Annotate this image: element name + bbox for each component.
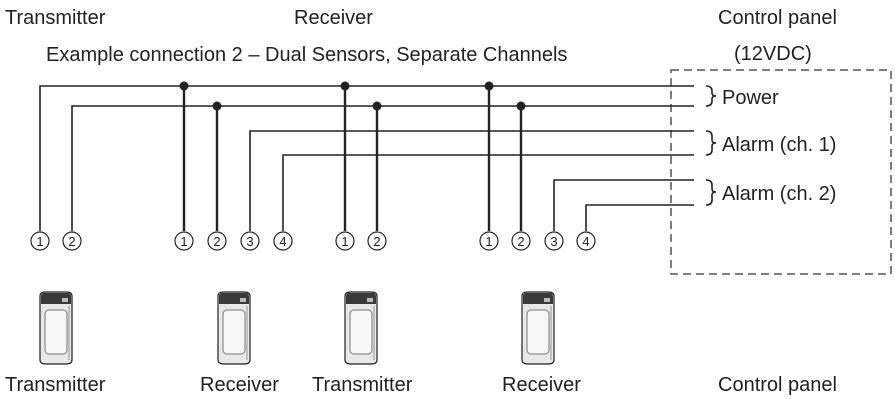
svg-text:4: 4 [582, 234, 589, 249]
terminal-alarm-ch2-label: Alarm (ch. 2) [722, 183, 836, 205]
svg-text:3: 3 [246, 234, 253, 249]
junction-dot [516, 101, 526, 111]
pin-number-rx2-4: 4 [576, 231, 596, 251]
svg-text:1: 1 [341, 234, 348, 249]
junction-dot [179, 81, 189, 91]
bottom-transmitter-2-label: Transmitter [312, 374, 413, 396]
sensor-device-icon [39, 291, 73, 365]
junction-dots [179, 81, 526, 111]
junction-dot [372, 101, 382, 111]
wire-power-negative [71, 105, 694, 231]
sensor-device-icon [521, 291, 555, 365]
wire-alarm-ch1-b [282, 154, 694, 231]
svg-text:1: 1 [180, 234, 187, 249]
svg-text:2: 2 [213, 234, 220, 249]
terminal-power-label: Power [722, 87, 779, 109]
top-transmitter-label: Transmitter [5, 7, 106, 29]
diagram-subtitle: Example connection 2 – Dual Sensors, Sep… [46, 44, 567, 66]
wire-power-positive [39, 85, 694, 231]
brace-alarm-ch1 [705, 130, 717, 156]
pin-number-tx2-1: 1 [335, 231, 355, 251]
top-control-panel-label: Control panel [718, 7, 837, 29]
wire-alarm-ch1-a [249, 130, 694, 231]
svg-text:3: 3 [550, 234, 557, 249]
junction-dot [484, 81, 494, 91]
svg-text:1: 1 [36, 234, 43, 249]
brace-power [705, 85, 717, 107]
svg-text:4: 4 [279, 234, 286, 249]
top-receiver-label: Receiver [294, 7, 373, 29]
pin-number-rx1-4: 4 [273, 231, 293, 251]
pin-number-rx2-1: 1 [479, 231, 499, 251]
pin-labels: 1 2 1 2 3 4 1 2 1 2 3 4 [30, 231, 596, 251]
wires [39, 85, 717, 231]
pin-number-rx2-2: 2 [511, 231, 531, 251]
junction-dot [212, 101, 222, 111]
terminal-alarm-ch1-label: Alarm (ch. 1) [722, 134, 836, 156]
pin-number-rx2-3: 3 [544, 231, 564, 251]
svg-text:2: 2 [68, 234, 75, 249]
pin-number-tx2-2: 2 [367, 231, 387, 251]
svg-text:1: 1 [485, 234, 492, 249]
wire-alarm-ch2-a [553, 179, 694, 231]
svg-text:2: 2 [517, 234, 524, 249]
brace-alarm-ch2 [705, 179, 717, 206]
pin-number-rx1-3: 3 [240, 231, 260, 251]
bottom-receiver-2-label: Receiver [502, 374, 581, 396]
sensor-device-icon [344, 291, 378, 365]
wire-alarm-ch2-b [585, 204, 694, 231]
pin-number-rx1-1: 1 [174, 231, 194, 251]
pin-number-tx1-1: 1 [30, 231, 50, 251]
sensor-device-icon [217, 291, 251, 365]
svg-text:2: 2 [373, 234, 380, 249]
bottom-receiver-1-label: Receiver [200, 374, 279, 396]
devices [39, 291, 555, 365]
pin-number-tx1-2: 2 [62, 231, 82, 251]
junction-dot [340, 81, 350, 91]
pin-number-rx1-2: 2 [207, 231, 227, 251]
bottom-control-panel-label: Control panel [718, 374, 837, 396]
panel-voltage-label: (12VDC) [734, 43, 812, 65]
bottom-transmitter-1-label: Transmitter [5, 374, 106, 396]
control-panel-box [670, 69, 892, 275]
